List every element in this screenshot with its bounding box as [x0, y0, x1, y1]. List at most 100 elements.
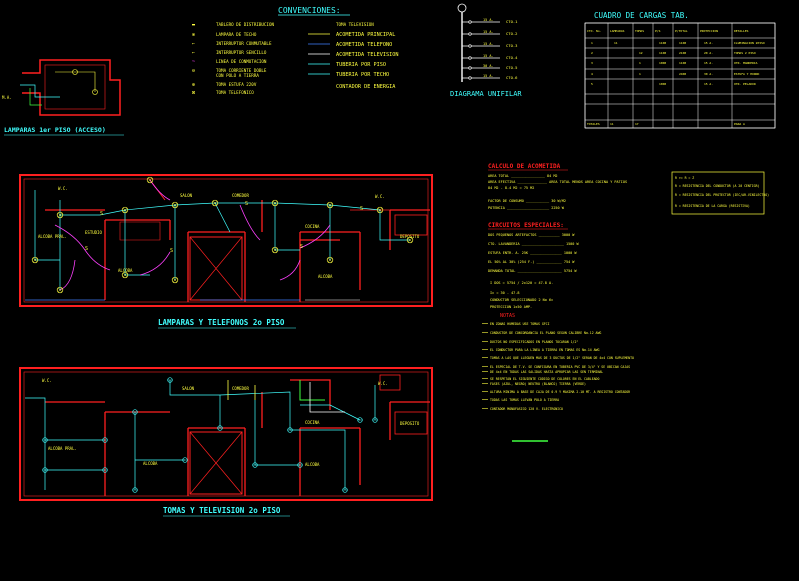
table-cell: 1100	[679, 41, 686, 45]
result-line: PROTECCION 1x50 AMP.	[490, 305, 532, 309]
table-cell: 30 A.	[704, 72, 713, 76]
legend: CONVENCIONES: ▬TABLERO DE DISTRIBUCION⊗L…	[192, 6, 398, 96]
circuit-branches: 15 A.CTO.115 A.CTO.215 A.CTO.315 A.CTO.4…	[462, 18, 518, 80]
table-cell: 1100	[659, 51, 666, 55]
legend-item: CON POLO A TIERRA	[216, 73, 259, 78]
room-label: ALCOBA	[143, 461, 158, 466]
room-label: ALCOBA	[305, 462, 320, 467]
room-label: ALCOBA	[318, 274, 333, 279]
legend-item: CONTADOR DE ENERGIA	[336, 84, 396, 90]
table-cell: 3	[591, 61, 593, 65]
switch-icon: S	[170, 248, 173, 254]
breaker-rating: 15 A.	[483, 18, 494, 22]
room-label: COMEDOR	[232, 386, 249, 391]
lamp-icon	[121, 271, 129, 279]
switch-icon: S	[85, 246, 88, 252]
lamp-icon	[326, 201, 334, 209]
room-label: DEPOSITO	[400, 234, 420, 239]
special-lines: DOS PEQUENOS ARTEFACTOS __________ 3000 …	[488, 233, 580, 273]
table-cell: 1100	[659, 41, 666, 45]
table-cell: ILUMINACION 2PISO	[734, 41, 765, 45]
table-header: DETALLES	[734, 29, 749, 33]
room-label: ALCOBA PRAL.	[38, 234, 67, 239]
table-header: P/TOTAL	[675, 29, 688, 33]
legend-symbol-icon: ⊠	[192, 90, 195, 96]
lamp-icon	[146, 176, 154, 184]
table-cell: 15 A.	[704, 61, 713, 65]
table-cell: 1000	[659, 61, 666, 65]
table-cell: 5	[591, 82, 593, 86]
table-cell: 15 A.	[704, 41, 713, 45]
calc-line: FACTOR DE CONSUMO ___________ 30 W/M2	[488, 199, 566, 203]
legend-item: TOMA ESTUFA 220V	[216, 82, 257, 87]
note-line: CONDUCTOR DE CONCORDANCIA EL PLANO SEGUN…	[490, 331, 601, 335]
special-line: ESTUFA ENTR. A. 25K _______________ 1000…	[488, 251, 577, 255]
circuit-label: CTO.1	[506, 19, 518, 24]
switch-icon: S	[245, 201, 248, 207]
lamp-icon	[31, 256, 39, 264]
calc-line: 84 M2 - 8.4 M2 = 75 M2	[488, 186, 534, 190]
load-table-title: CUADRO DE CARGAS TAB.	[594, 11, 689, 20]
circuit-label: CTO.2	[506, 31, 517, 36]
legend-item: LINEA DE CONMUTACION	[216, 59, 267, 64]
lamp-icon	[171, 201, 179, 209]
table-cell: 2100	[679, 51, 686, 55]
lamp-icon	[171, 276, 179, 284]
notes-title: NOTAS	[500, 313, 515, 319]
special-line: DEMANDA TOTAL _____________________ 5754…	[488, 269, 577, 273]
lamp-icon	[121, 206, 129, 214]
calc-line: AREA TOTAL ________________ 84 M2	[488, 174, 558, 178]
formula-line: R = RESISTENCIA DEL CONDUCTOR (A 20 CENT…	[675, 184, 760, 188]
legend-item: TUBERIA POR PISO	[336, 62, 386, 68]
table-cell: 2	[591, 51, 593, 55]
note-line: TOMAS A LAS QUE LLEGUEN MAS DE 3 DUCTOS …	[490, 356, 634, 360]
table-cell: 11	[614, 41, 618, 45]
wall-outlets	[42, 377, 378, 493]
plan1-title: LAMPARAS Y TELEFONOS 2o PISO	[158, 318, 285, 327]
meter-icon	[457, 3, 467, 13]
access-detail: M.A. LAMPARAS 1er PISO (ACCESO)	[2, 59, 124, 136]
breaker-rating: 15 A.	[483, 42, 494, 46]
switch-icon: S	[360, 206, 363, 212]
room-label: SALON	[180, 193, 193, 198]
legend-item: ACOMETIDA TELEVISION	[336, 52, 398, 58]
breaker-rating: 30 A.	[483, 64, 494, 68]
special-line: DOS PEQUENOS ARTEFACTOS __________ 3000 …	[488, 233, 575, 237]
table-cell: OTR. PELADOR	[734, 82, 756, 86]
table-cell: ESTUFA Y HORNO	[734, 72, 759, 76]
circuit-label: CTO.4	[506, 55, 518, 60]
floor-plan-outlets: ALCOBA PRAL. ALCOBA SALON COMEDOR COCINA…	[19, 367, 433, 517]
legend-symbol-icon: ⊕	[192, 82, 195, 88]
table-total-cell: TOTALES	[587, 122, 600, 126]
legend-item: INTERRUPTOR CONMUTABLE	[216, 41, 272, 46]
table-header: LAMPARAS	[610, 29, 625, 33]
legend-item: LAMPARA DE TECHO	[216, 32, 257, 37]
table-cell: 1	[591, 41, 593, 45]
room-label: W.C.	[58, 186, 68, 191]
legend-symbol-icon: ▬	[192, 22, 195, 28]
table-cell: 1	[639, 61, 641, 65]
room-label: SALON	[182, 386, 195, 391]
room-label: COCINA	[305, 224, 320, 229]
formula-line: R = RESISTENCIA DE LA CARGA (RESISTIVA)	[675, 204, 750, 208]
table-total-cell: 17	[635, 122, 639, 126]
note-line: DE 4x4 EN TODAS LAS SALIDAS HASTA APROPI…	[490, 370, 603, 374]
legend-item: TOMA CORRIENTE DOBLE	[216, 68, 267, 73]
single-line-diagram: 15 A.CTO.115 A.CTO.215 A.CTO.315 A.CTO.4…	[450, 3, 522, 98]
lamp-icon	[56, 211, 64, 219]
note-line: FASES (AZUL, NEGRO) NEUTRO (BLANCO) TIER…	[490, 382, 586, 386]
table-total-cell: 11	[610, 122, 614, 126]
breaker-icon	[468, 76, 472, 80]
table-cell: 2400	[679, 72, 686, 76]
breaker-rating: 15 A.	[483, 74, 494, 78]
note-line: EL ESPECIAL DE T.V. SE CONFIGURA EN TUBE…	[490, 365, 630, 369]
switch-icon: S	[300, 244, 303, 250]
table-cell: 12	[639, 51, 643, 55]
breaker-rating: 15 A.	[483, 54, 494, 58]
svg-text:M.A.: M.A.	[2, 95, 12, 100]
